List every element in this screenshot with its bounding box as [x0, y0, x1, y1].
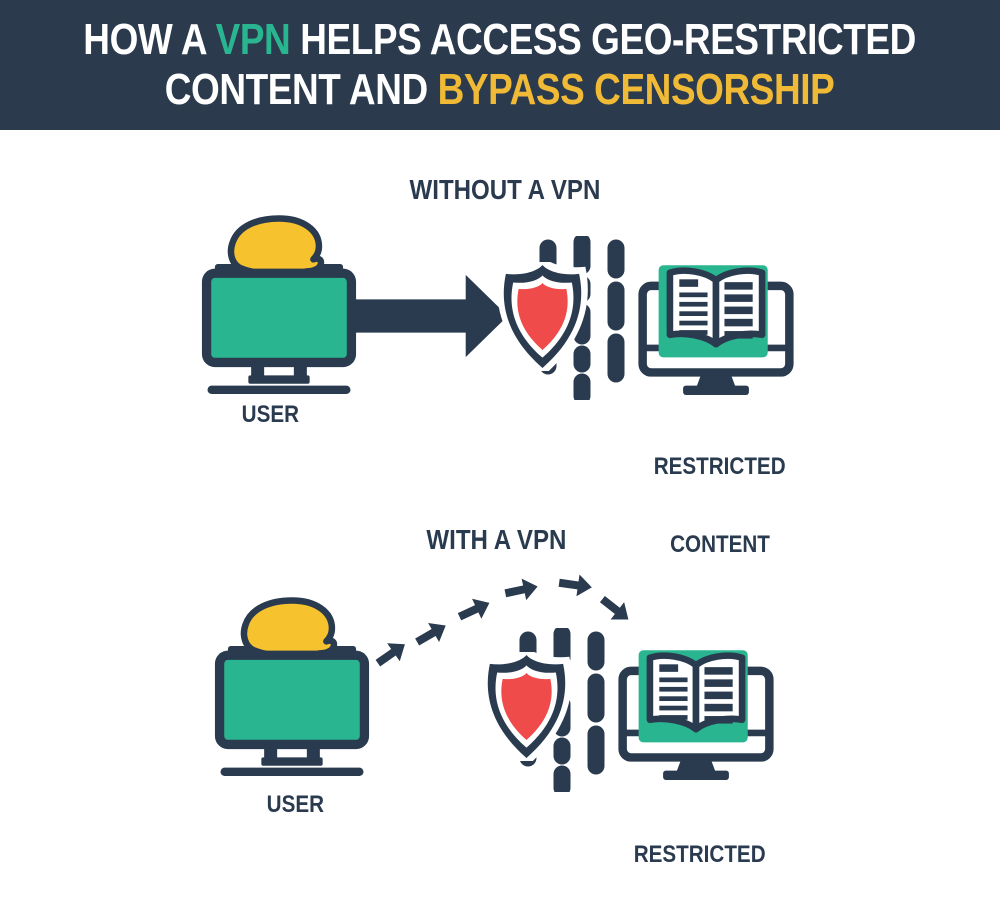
title-censorship-accent: BYPASS CENSORSHIP	[438, 65, 835, 114]
header-banner: HOW A VPN HELPS ACCESS GEO-RESTRICTED CO…	[0, 0, 1000, 130]
title-text: HOW A	[83, 15, 217, 64]
restricted-content-book-icon	[636, 237, 796, 395]
user-label: USER	[266, 791, 324, 818]
restricted-content-label: RESTRICTED CONTENT	[654, 453, 786, 558]
blocked-arrow-icon	[350, 272, 512, 360]
title-vpn-accent: VPN	[216, 15, 291, 64]
header-title-line1: HOW A VPN HELPS ACCESS GEO-RESTRICTED	[4, 16, 995, 64]
restricted-content-label: RESTRICTED CONTENT	[634, 841, 766, 868]
security-shield-icon	[493, 262, 592, 371]
section-without-title: WITHOUT A VPN	[409, 174, 601, 205]
security-shield-icon	[477, 652, 576, 761]
section-with-title: WITH A VPN	[425, 524, 567, 555]
restricted-content-book-icon	[616, 622, 776, 780]
title-text: CONTENT AND	[165, 65, 439, 114]
title-text: HELPS ACCESS GEO-RESTRICTED	[290, 15, 917, 64]
user-computer-icon	[200, 212, 358, 394]
user-computer-icon	[213, 594, 371, 776]
header-title-line2: CONTENT AND BYPASS CENSORSHIP	[101, 66, 898, 114]
user-label: USER	[241, 401, 299, 428]
